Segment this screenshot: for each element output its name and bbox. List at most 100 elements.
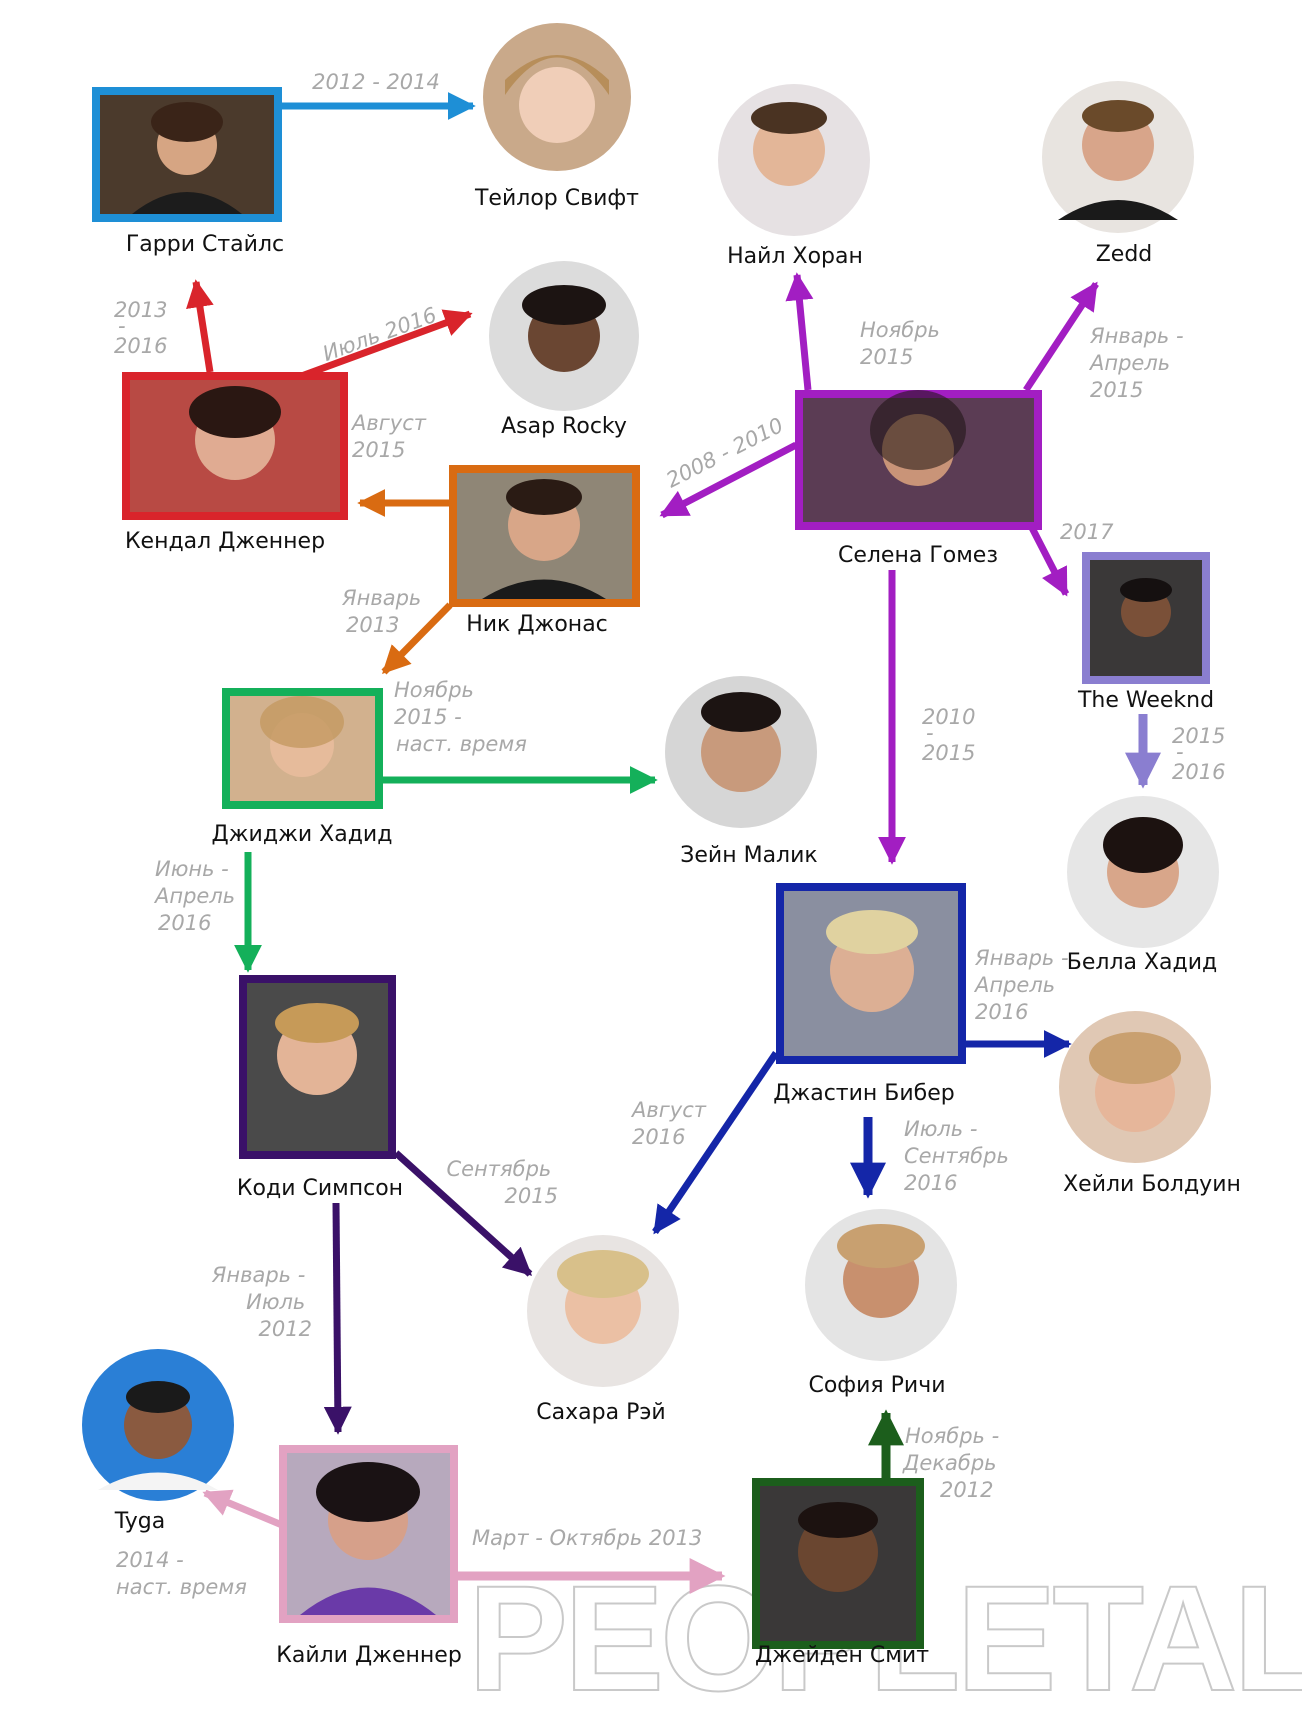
node-zayn[interactable]	[665, 676, 817, 828]
name-cody: Коди Симпсон	[237, 1176, 403, 1201]
date-line: 2015	[352, 438, 405, 462]
date-line: 2016	[975, 1000, 1028, 1024]
date-kylie-jaden: Март - Октябрь 2013	[472, 1526, 702, 1550]
date-line: -	[1176, 740, 1184, 764]
date-gigi-zayn: Ноябрь 2015 - наст. время	[394, 678, 527, 756]
node-jaden[interactable]	[752, 1478, 924, 1649]
date-line: Ноябрь -	[905, 1424, 999, 1448]
date-line: Январь -	[974, 946, 1069, 970]
name-kylie: Кайли Дженнер	[276, 1643, 462, 1668]
node-kendall[interactable]	[122, 372, 348, 520]
person-head-icon	[701, 712, 781, 792]
date-gigi-cody: Июнь - Апрель 2016	[153, 857, 242, 935]
date-line: Ноябрь	[860, 318, 940, 342]
arrow-nick-gigi	[381, 602, 453, 675]
date-line: Июль	[246, 1290, 305, 1314]
arrow-selena-weeknd	[1024, 518, 1070, 597]
name-asap: Asap Rocky	[501, 414, 627, 439]
node-kylie[interactable]	[279, 1445, 458, 1623]
node-niall[interactable]	[718, 84, 870, 236]
name-bella: Белла Хадид	[1067, 950, 1218, 975]
date-line: 2010	[922, 705, 975, 729]
name-sahara: Сахара Рэй	[536, 1400, 665, 1425]
name-jaden: Джейден Смит	[755, 1643, 929, 1668]
date-line: Август	[630, 1098, 707, 1122]
date-line: Январь	[341, 586, 421, 610]
node-sofia[interactable]	[805, 1209, 957, 1361]
node-justin[interactable]	[776, 883, 966, 1064]
date-line: 2015	[922, 741, 975, 765]
date-line: Сентябрь	[446, 1157, 551, 1181]
date-line: Апрель	[973, 973, 1055, 997]
node-asap[interactable]	[489, 261, 639, 411]
date-line: Январь -	[1089, 324, 1184, 348]
date-line: 2015	[860, 345, 913, 369]
node-cody[interactable]	[239, 975, 396, 1159]
date-jaden-sofia: Ноябрь - Декабрь 2012	[902, 1424, 1006, 1502]
date-line: Август	[350, 411, 427, 435]
name-niall: Найл Хоран	[727, 244, 863, 269]
name-weeknd: The Weeknd	[1077, 688, 1214, 713]
date-kylie-tyga: 2014 - наст. время	[116, 1548, 247, 1599]
node-nick[interactable]	[449, 465, 640, 607]
date-line: 2015	[1172, 724, 1225, 748]
date-justin-sofia: Июль - Сентябрь 2016	[904, 1117, 1016, 1195]
date-selena-zedd: Январь - Апрель 2015	[1088, 324, 1190, 402]
date-line: Январь -	[211, 1263, 306, 1287]
date-line: 2015	[1090, 378, 1143, 402]
date-line: Апрель	[153, 884, 235, 908]
node-harry[interactable]	[92, 87, 282, 222]
arrow-kendall-asap	[294, 309, 473, 382]
node-weeknd[interactable]	[1082, 552, 1210, 684]
arrows	[186, 92, 1161, 1594]
name-sofia: София Ричи	[808, 1373, 945, 1398]
date-cody-sahara: Сентябрь 2015	[446, 1157, 558, 1208]
date-line: Июнь -	[155, 857, 229, 881]
names: Гарри Стайлс Тейлор Свифт Найл Хоран Zed…	[114, 186, 1241, 1668]
date-line: 2016	[158, 911, 211, 935]
node-tyga[interactable]	[82, 1349, 234, 1501]
date-harry-taylor: 2012 - 2014	[312, 70, 440, 94]
date-selena-weeknd: 2017	[1060, 520, 1114, 544]
date-line: Апрель	[1088, 351, 1170, 375]
node-zedd[interactable]	[1042, 81, 1194, 233]
date-line: 2013	[346, 613, 399, 637]
date-justin-hailey: Январь - Апрель 2016	[973, 946, 1075, 1024]
node-taylor[interactable]	[483, 23, 631, 171]
name-nick: Ник Джонас	[466, 612, 608, 637]
date-line: Июль -	[904, 1117, 977, 1141]
node-sahara[interactable]	[527, 1235, 679, 1387]
arrow-kylie-tyga	[202, 1489, 284, 1529]
name-zedd: Zedd	[1096, 242, 1153, 267]
arrow-cody-kylie	[323, 1202, 352, 1435]
date-line: Сентябрь	[904, 1144, 1009, 1168]
node-bella[interactable]	[1067, 796, 1219, 948]
date-nick-kendall: Август 2015	[350, 411, 433, 462]
name-justin: Джастин Бибер	[773, 1081, 955, 1106]
date-line: 2015 -	[394, 705, 462, 729]
arrow-cody-sahara	[393, 1150, 533, 1277]
date-nick-gigi: Январь 2013	[341, 586, 428, 637]
date-line: -	[926, 721, 934, 745]
date-line: Ноябрь	[394, 678, 474, 702]
date-line: 2016	[114, 334, 167, 358]
node-hailey[interactable]	[1059, 1011, 1211, 1163]
date-justin-sahara: Август 2016	[630, 1098, 713, 1149]
name-gigi: Джиджи Хадид	[212, 822, 393, 847]
person-head-icon	[519, 67, 595, 143]
name-taylor: Тейлор Свифт	[474, 186, 639, 211]
arrow-selena-zedd	[1023, 281, 1099, 392]
node-selena[interactable]	[795, 390, 1042, 530]
date-selena-niall: Ноябрь 2015	[860, 318, 947, 369]
date-line: 2016	[1172, 760, 1225, 784]
arrow-kendall-harry	[186, 279, 214, 373]
date-line: 2014 -	[116, 1548, 184, 1572]
node-gigi[interactable]	[222, 688, 383, 809]
date-line: 2015	[505, 1184, 558, 1208]
date-selena-justin: 2010 - 2015	[922, 705, 982, 765]
name-tyga: Tyga	[114, 1509, 165, 1534]
name-harry: Гарри Стайлс	[126, 232, 284, 257]
name-kendall: Кендал Дженнер	[125, 529, 325, 554]
date-line: Декабрь	[902, 1451, 997, 1475]
